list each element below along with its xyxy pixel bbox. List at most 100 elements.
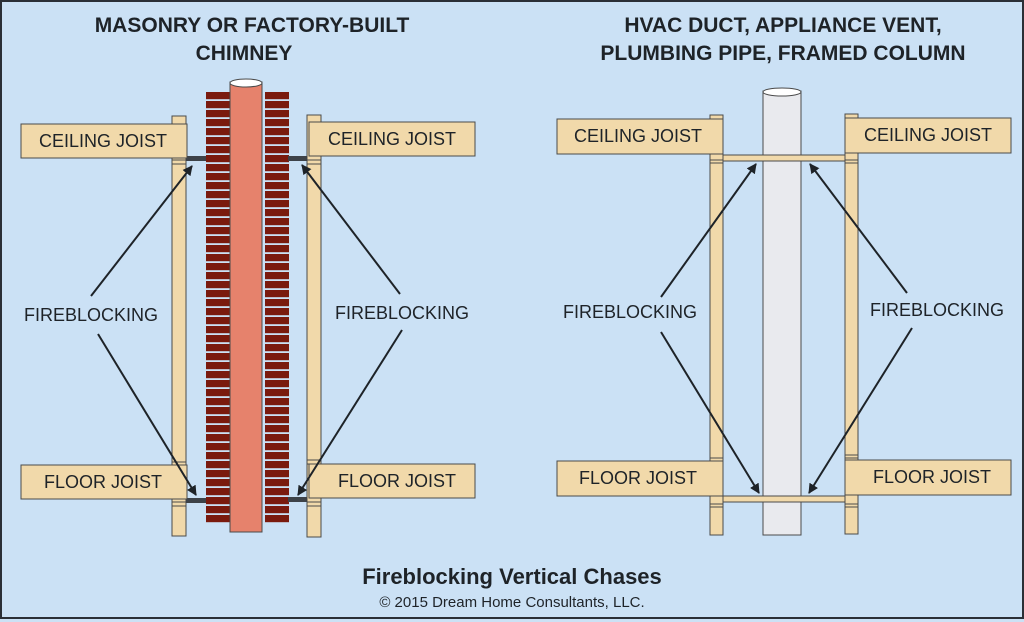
fireblock-bar-bottom-right <box>288 497 307 502</box>
arrow-left-up <box>90 165 193 297</box>
right-stud <box>306 114 322 538</box>
brick <box>265 209 289 217</box>
brick <box>265 515 289 523</box>
brick <box>206 461 230 469</box>
brick <box>206 515 230 523</box>
brick <box>265 146 289 154</box>
brick <box>206 92 230 100</box>
brick <box>265 182 289 190</box>
brick <box>206 497 230 505</box>
copyright-notice: © 2015 Dream Home Consultants, LLC. <box>379 594 644 611</box>
fireblocking-label-left: FIREBLOCKING <box>24 305 158 325</box>
brick <box>206 200 230 208</box>
brick <box>265 308 289 316</box>
brick <box>206 308 230 316</box>
brick <box>265 317 289 325</box>
brick <box>206 362 230 370</box>
brick <box>206 236 230 244</box>
brick <box>206 317 230 325</box>
rp-ceiling-joist-left: CEILING JOIST <box>556 118 724 155</box>
brick <box>265 290 289 298</box>
brick <box>265 155 289 163</box>
brick <box>265 389 289 397</box>
rp-ceiling-joist-right-label: CEILING JOIST <box>864 125 992 145</box>
brick <box>206 353 230 361</box>
brick <box>206 299 230 307</box>
brick <box>206 443 230 451</box>
brick <box>265 479 289 487</box>
brick <box>265 92 289 100</box>
rp-floor-joist-left-label: FLOOR JOIST <box>579 468 697 488</box>
brick <box>206 155 230 163</box>
ceiling-joist-right: CEILING JOIST <box>308 121 476 157</box>
brick <box>206 209 230 217</box>
right-panel: HVAC DUCT, APPLIANCE VENT, PLUMBING PIPE… <box>556 14 1012 536</box>
left-stud <box>171 115 187 537</box>
brick <box>265 398 289 406</box>
brick <box>265 434 289 442</box>
brick <box>265 236 289 244</box>
floor-joist-right-label: FLOOR JOIST <box>338 471 456 491</box>
brick <box>265 299 289 307</box>
rp-fireblocking-label-right: FIREBLOCKING <box>870 300 1004 320</box>
floor-joist-left: FLOOR JOIST <box>20 464 188 500</box>
fireblock-bar-top-right <box>288 156 307 161</box>
brick <box>265 110 289 118</box>
brick <box>265 218 289 226</box>
brick <box>265 128 289 136</box>
arrow-left-down <box>97 333 197 496</box>
brick <box>206 398 230 406</box>
brick <box>206 128 230 136</box>
brick <box>206 110 230 118</box>
fireblock-bar-top-left <box>186 156 206 161</box>
brick <box>265 101 289 109</box>
brick <box>265 470 289 478</box>
brick <box>206 479 230 487</box>
brick <box>206 371 230 379</box>
rp-floor-joist-left: FLOOR JOIST <box>556 460 724 497</box>
fireblocking-label-right: FIREBLOCKING <box>335 303 469 323</box>
brick <box>265 362 289 370</box>
brick <box>265 272 289 280</box>
brick <box>265 344 289 352</box>
brick <box>206 281 230 289</box>
left-title-line1: MASONRY OR FACTORY-BUILT <box>95 14 410 37</box>
brick <box>265 281 289 289</box>
brick <box>265 263 289 271</box>
left-title-line2: CHIMNEY <box>196 42 293 65</box>
fireblock-strip-bottom <box>722 495 846 503</box>
brick <box>206 146 230 154</box>
brick <box>265 245 289 253</box>
brick <box>206 227 230 235</box>
brick <box>206 245 230 253</box>
brick <box>265 461 289 469</box>
rp-fireblocking-label-left: FIREBLOCKING <box>563 302 697 322</box>
brick <box>265 380 289 388</box>
brick <box>206 263 230 271</box>
brick <box>206 119 230 127</box>
rp-floor-joist-right-label: FLOOR JOIST <box>873 467 991 487</box>
brick <box>265 407 289 415</box>
brick <box>265 371 289 379</box>
chimney-flue <box>229 78 263 533</box>
brick <box>206 272 230 280</box>
brick <box>206 164 230 172</box>
brick <box>206 470 230 478</box>
brick <box>206 101 230 109</box>
rp-arrow-left-up <box>660 163 757 298</box>
brick <box>265 227 289 235</box>
brick <box>206 191 230 199</box>
brick <box>206 452 230 460</box>
ceiling-joist-right-label: CEILING JOIST <box>328 129 456 149</box>
rp-arrow-right-down <box>808 327 913 494</box>
brick <box>206 389 230 397</box>
fireblock-strip-top <box>722 154 846 162</box>
vertical-pipe <box>762 87 802 536</box>
brick <box>265 191 289 199</box>
ceiling-joist-left-label: CEILING JOIST <box>39 131 167 151</box>
brick <box>206 137 230 145</box>
diagram-caption: Fireblocking Vertical Chases <box>362 564 662 589</box>
arrow-right-down <box>297 329 403 496</box>
